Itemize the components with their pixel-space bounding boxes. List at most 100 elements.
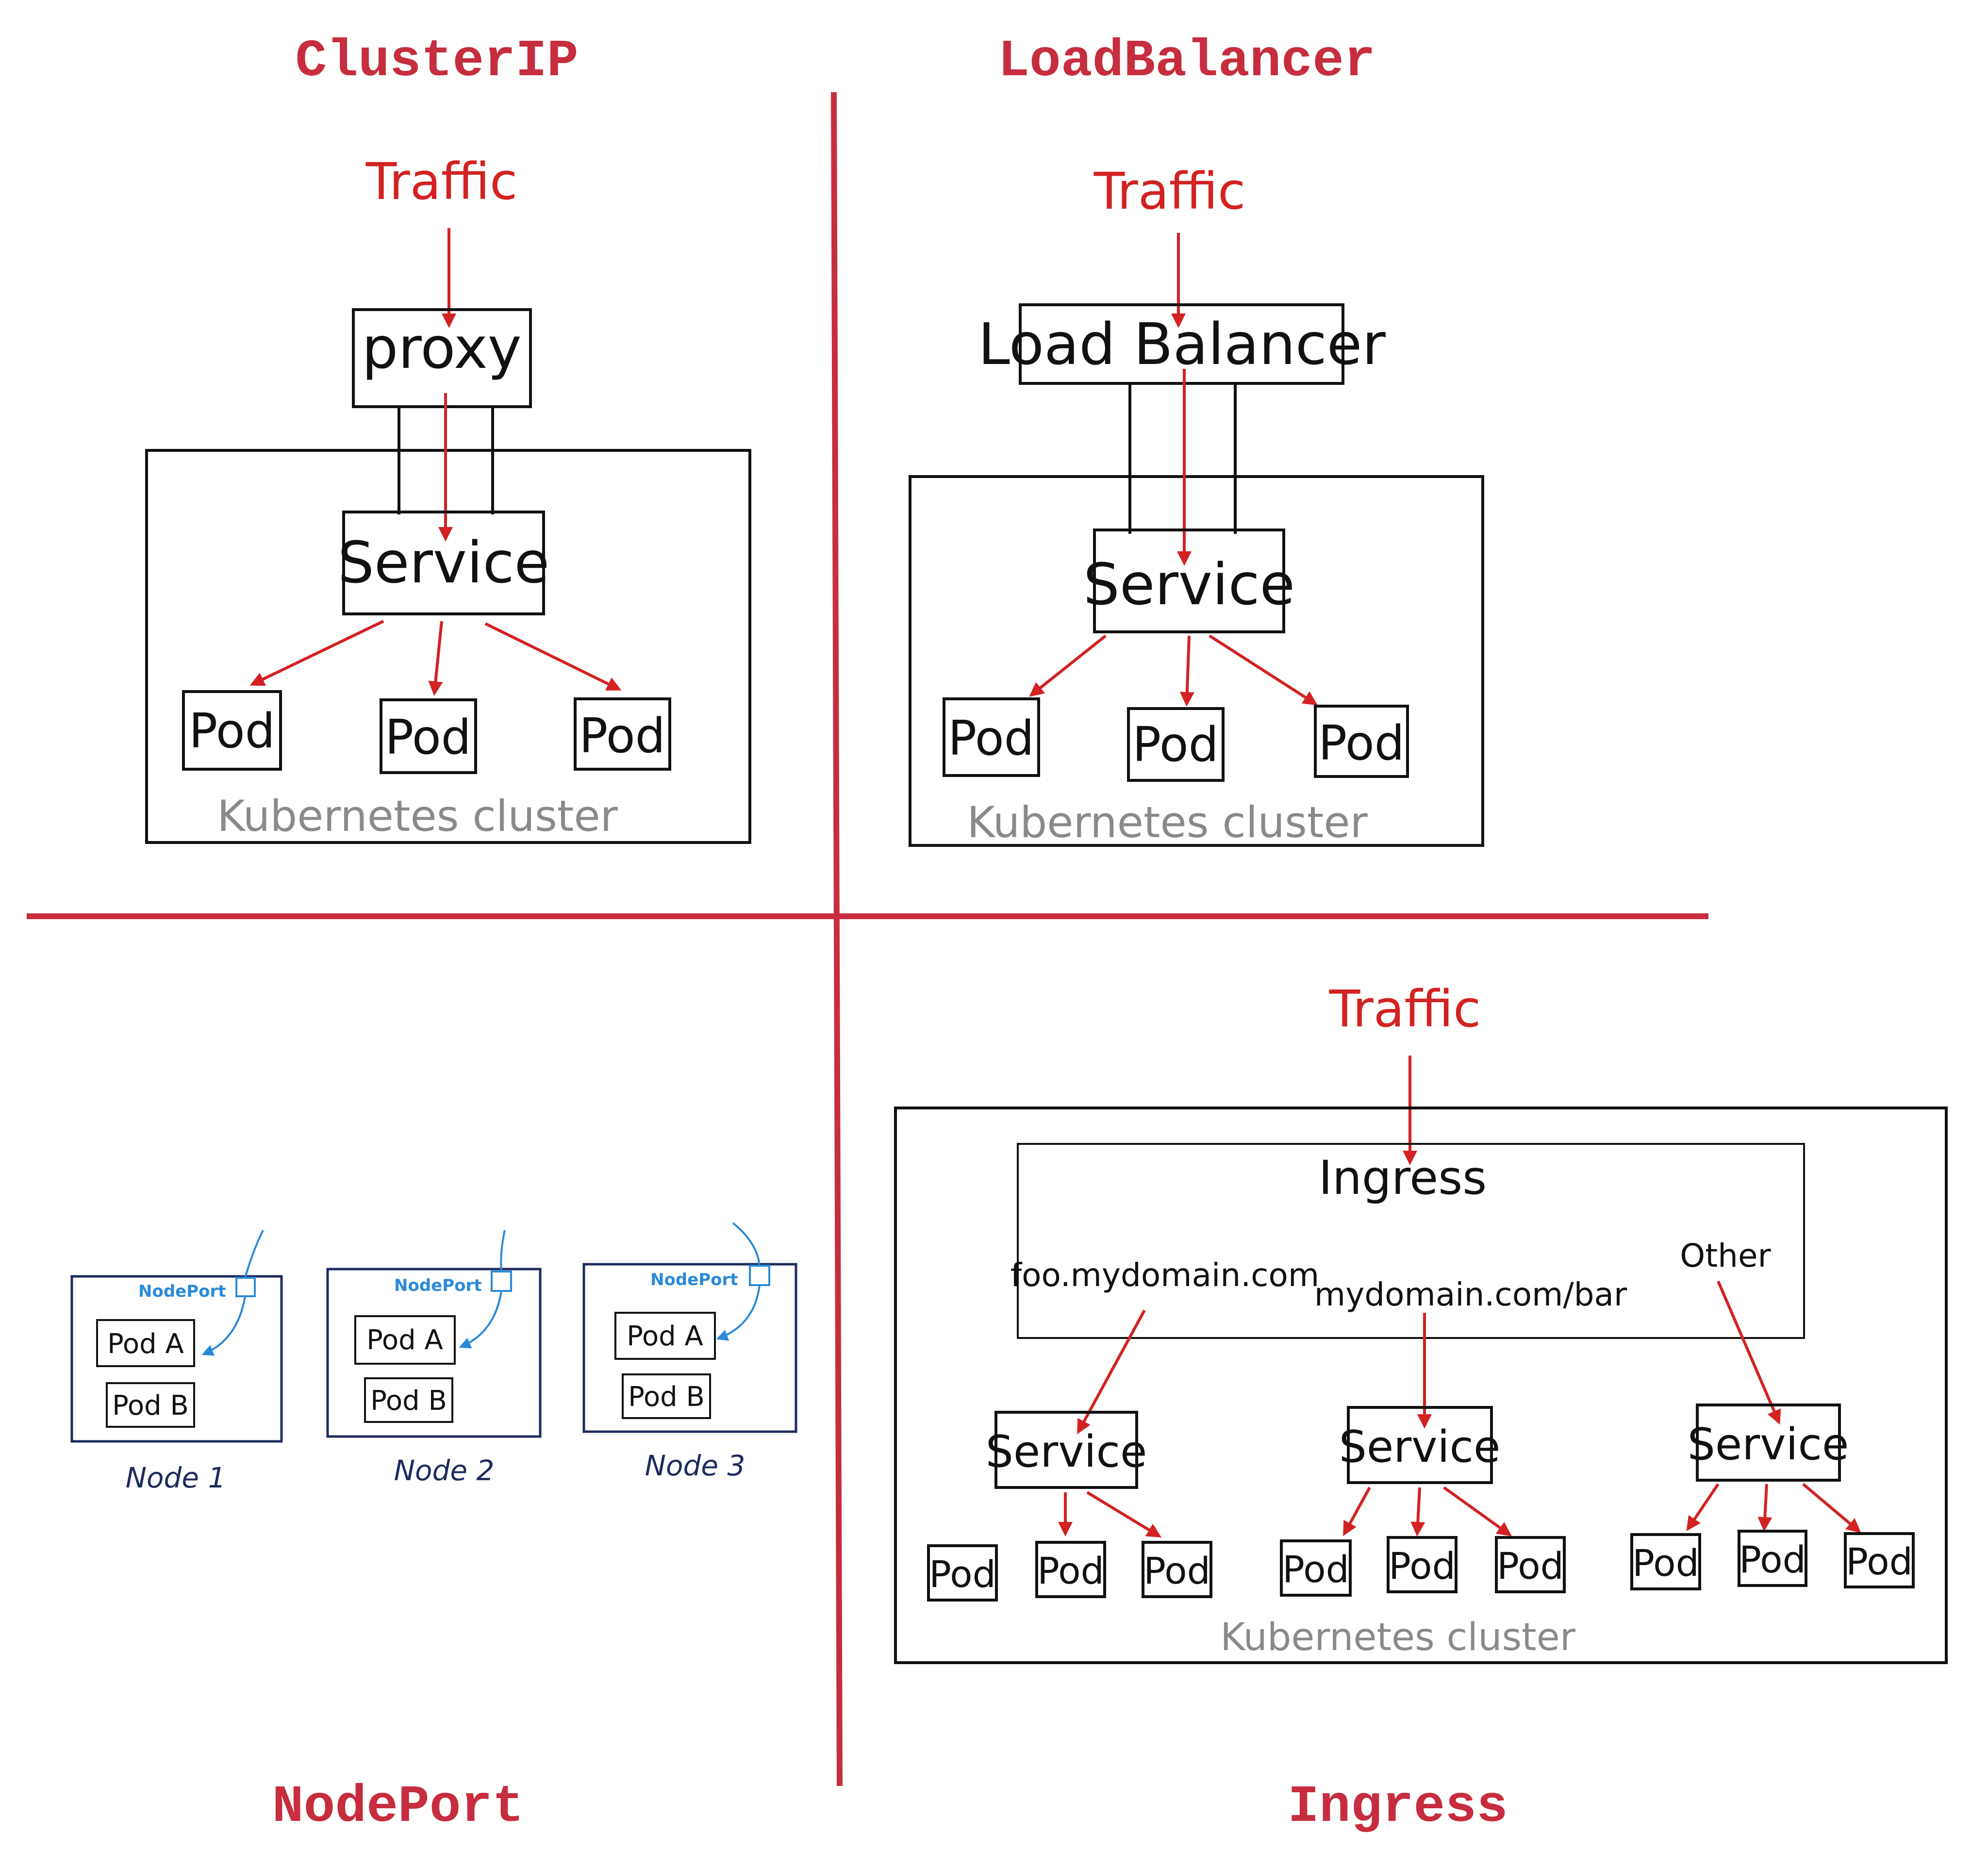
clusterip-service-to-pod1-arrow [249, 620, 384, 686]
ingress-pod-4 [1280, 1539, 1352, 1597]
node-3-nodeport-label: NodePort [650, 1270, 738, 1289]
route-mydomain-bar: mydomain.com/bar [1314, 1276, 1627, 1313]
clusterip-cluster-label: Kubernetes cluster [217, 791, 618, 841]
node-3: NodePort Pod A Pod B Node 3 [582, 1222, 797, 1482]
node-1-pod-b-label: Pod B [112, 1390, 189, 1421]
node-3-pod-a [614, 1312, 716, 1360]
node-3-name: Node 3 [645, 1449, 746, 1482]
node-1-name: Node 1 [126, 1461, 226, 1494]
ingress-pod-6 [1495, 1536, 1566, 1593]
ingress-pod-3 [1142, 1541, 1212, 1598]
node-2-name: Node 2 [394, 1454, 495, 1487]
ingress-box-label: Ingress [1319, 1151, 1487, 1205]
node-3-port-to-pod-arrow [716, 1285, 761, 1341]
title-loadbalancer: LoadBalancer [998, 32, 1375, 91]
ingress-s3-to-pod3-arrow [1802, 1483, 1861, 1533]
title-clusterip: ClusterIP [295, 32, 578, 91]
title-nodeport: NodePort [272, 1778, 524, 1837]
node-3-pod-a-label: Pod A [627, 1321, 703, 1352]
ingress-pod-9 [1844, 1532, 1915, 1588]
clusterip-service-to-pod2-arrow [428, 621, 443, 696]
clusterip-pod-3 [574, 697, 671, 771]
ingress-pod-1 [927, 1544, 998, 1602]
loadbalancer-cluster-label: Kubernetes cluster [967, 797, 1368, 847]
node-1-pod-a [96, 1319, 195, 1367]
loadbalancer-service-to-pod2-arrow [1179, 635, 1194, 707]
clusterip-pod-1-label: Pod [189, 704, 275, 759]
ingress-s3-to-pod2-arrow [1757, 1484, 1773, 1532]
ingress-s2-to-pod2-arrow [1410, 1487, 1425, 1536]
load-balancer-label: Load Balancer [978, 311, 1386, 378]
loadbalancer-pod-1 [943, 697, 1040, 777]
node-1: NodePort Pod A Pod B Node 1 [70, 1230, 283, 1494]
loadbalancer-service-to-pod3-arrow [1209, 634, 1318, 706]
ingress-diagram: Traffic Ingress foo.mydomain.com mydomai… [894, 979, 1948, 1664]
loadbalancer-pod-3 [1314, 705, 1409, 778]
ingress-box [1017, 1143, 1805, 1339]
ingress-service-2 [1347, 1406, 1493, 1484]
node-3-incoming-arrow [732, 1222, 761, 1266]
node-2-nodeport-label: NodePort [394, 1276, 482, 1295]
node-2-box [326, 1268, 542, 1438]
node-2: NodePort Pod A Pod B Node 2 [326, 1230, 542, 1487]
loadbalancer-service-to-pod1-arrow [1029, 634, 1107, 697]
ingress-cluster-label: Kubernetes cluster [1220, 1616, 1576, 1659]
ingress-pod-5 [1387, 1536, 1458, 1593]
node-3-pod-b-label: Pod B [628, 1381, 705, 1413]
clusterip-cluster-box [145, 449, 751, 844]
node-1-nodeport-label: NodePort [138, 1282, 226, 1301]
clusterip-service-box [342, 511, 545, 615]
ingress-s3-to-pod1-arrow [1686, 1483, 1720, 1531]
node-1-box [70, 1275, 283, 1443]
ingress-pod-3-label: Pod [1143, 1549, 1210, 1592]
ingress-s1-to-pod3-arrow [1086, 1491, 1162, 1538]
ingress-service-3-label: Service [1688, 1419, 1849, 1470]
nodeport-diagram: NodePort Pod A Pod B Node 1 NodePort Pod… [70, 1222, 797, 1494]
loadbalancer-traffic-label: Traffic [1093, 162, 1245, 221]
loadbalancer-diagram: Traffic Load Balancer Service Pod Pod Po… [909, 162, 1484, 847]
node-2-incoming-arrow [500, 1230, 506, 1272]
node-3-port-square [749, 1265, 770, 1286]
loadbalancer-cluster-box [909, 475, 1484, 847]
ingress-pod-1-label: Pod [929, 1553, 996, 1596]
ingress-s2-to-pod1-arrow [1343, 1487, 1371, 1536]
clusterip-service-label: Service [338, 529, 549, 596]
quadrant-dividers [27, 92, 1708, 1786]
ingress-pod-6-label: Pod [1497, 1544, 1564, 1587]
clusterip-diagram: Traffic proxy Service Pod Pod Pod Kubern… [145, 152, 751, 844]
clusterip-pod-2-label: Pod [385, 710, 471, 765]
loadbalancer-pod-2 [1127, 707, 1225, 782]
node-1-incoming-arrow [244, 1230, 264, 1278]
loadbalancer-pod-1-label: Pod [948, 711, 1034, 766]
ingress-pod-7 [1630, 1533, 1701, 1590]
vertical-divider [831, 92, 843, 1786]
loadbalancer-pod-2-label: Pod [1132, 717, 1219, 773]
clusterip-pod-2 [380, 698, 477, 774]
node-3-pod-b [622, 1373, 711, 1419]
ingress-s2-to-pod3-arrow [1443, 1486, 1512, 1536]
node-3-box [582, 1263, 797, 1433]
ingress-cluster-box [894, 1107, 1948, 1664]
node-2-pod-a [354, 1315, 456, 1365]
ingress-service-1-label: Service [986, 1426, 1147, 1477]
ingress-service-1 [994, 1411, 1138, 1489]
node-1-pod-a-label: Pod A [107, 1328, 184, 1360]
ingress-pod-9-label: Pod [1846, 1540, 1913, 1583]
node-1-port-to-pod-arrow [201, 1296, 246, 1356]
node-2-pod-b-label: Pod B [370, 1385, 447, 1417]
loadbalancer-service-box [1093, 529, 1285, 633]
load-balancer-box [1019, 303, 1344, 385]
ingress-service-3 [1696, 1404, 1841, 1482]
ingress-traffic-label: Traffic [1329, 979, 1481, 1039]
proxy-box [352, 308, 532, 408]
node-1-pod-b [106, 1382, 195, 1428]
title-ingress: Ingress [1288, 1778, 1508, 1837]
node-2-pod-b [364, 1377, 453, 1423]
clusterip-traffic-label: Traffic [365, 152, 517, 211]
ingress-service-2-label: Service [1339, 1421, 1501, 1472]
clusterip-service-to-pod3-arrow [484, 622, 622, 691]
proxy-label: proxy [362, 314, 521, 381]
route-other-to-service-arrow [1717, 1280, 1781, 1425]
ingress-pod-7-label: Pod [1632, 1541, 1699, 1585]
